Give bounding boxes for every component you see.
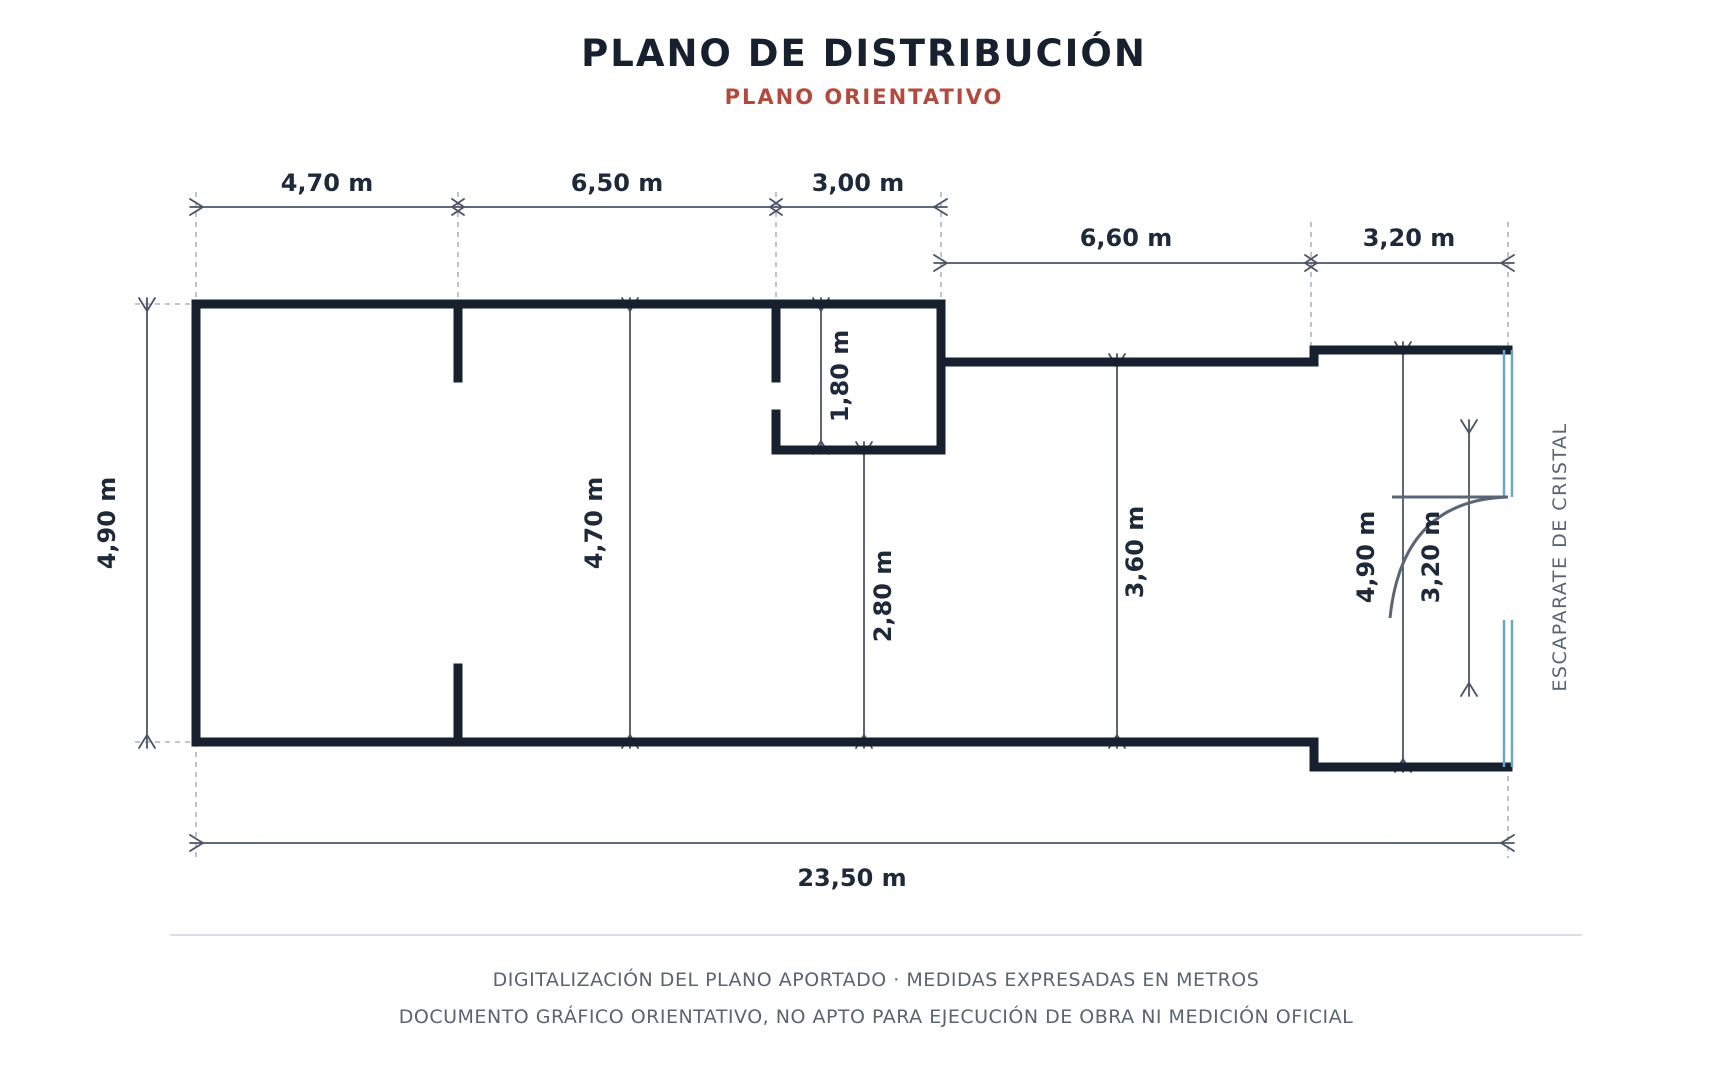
walls [191,299,1513,772]
door-swing [1388,495,1509,619]
dim-small-room-height: 1,80 m [826,330,854,423]
footer-line-1: DIGITALIZACIÓN DEL PLANO APORTADO · MEDI… [493,967,1260,991]
dim-front-height: 4,90 m [1352,511,1380,604]
dim-top-d: 6,60 m [1080,224,1173,252]
front-bottom-wall [1309,737,1513,772]
page-title: PLANO DE DISTRIBUCIÓN [581,31,1147,75]
dimension-lines [138,198,1515,852]
dim-inner-height-b: 2,80 m [869,550,897,643]
storefront-label: ESCAPARATE DE CRISTAL [1549,422,1571,691]
extension-lines [135,192,1509,858]
dim-corridor-height: 3,60 m [1121,506,1149,599]
dimension-labels: 4,70 m 6,50 m 3,00 m 6,60 m 3,20 m 4,90 … [93,169,1455,892]
dim-total-length: 23,50 m [797,864,906,892]
dim-top-b: 6,50 m [571,169,664,197]
dim-left-height: 4,90 m [93,477,121,570]
main-perimeter-wall [191,299,1513,747]
dim-inner-height-a: 4,70 m [580,477,608,570]
dim-top-c: 3,00 m [812,169,905,197]
page-subtitle: PLANO ORIENTATIVO [725,85,1004,109]
footer-line-2: DOCUMENTO GRÁFICO ORIENTATIVO, NO APTO P… [399,1004,1353,1028]
dim-door-width: 3,20 m [1417,511,1445,604]
small-room-wall-lower [771,357,946,455]
glass-storefront [1502,350,1514,767]
dim-top-a: 4,70 m [281,169,374,197]
dim-top-e: 3,20 m [1363,224,1456,252]
